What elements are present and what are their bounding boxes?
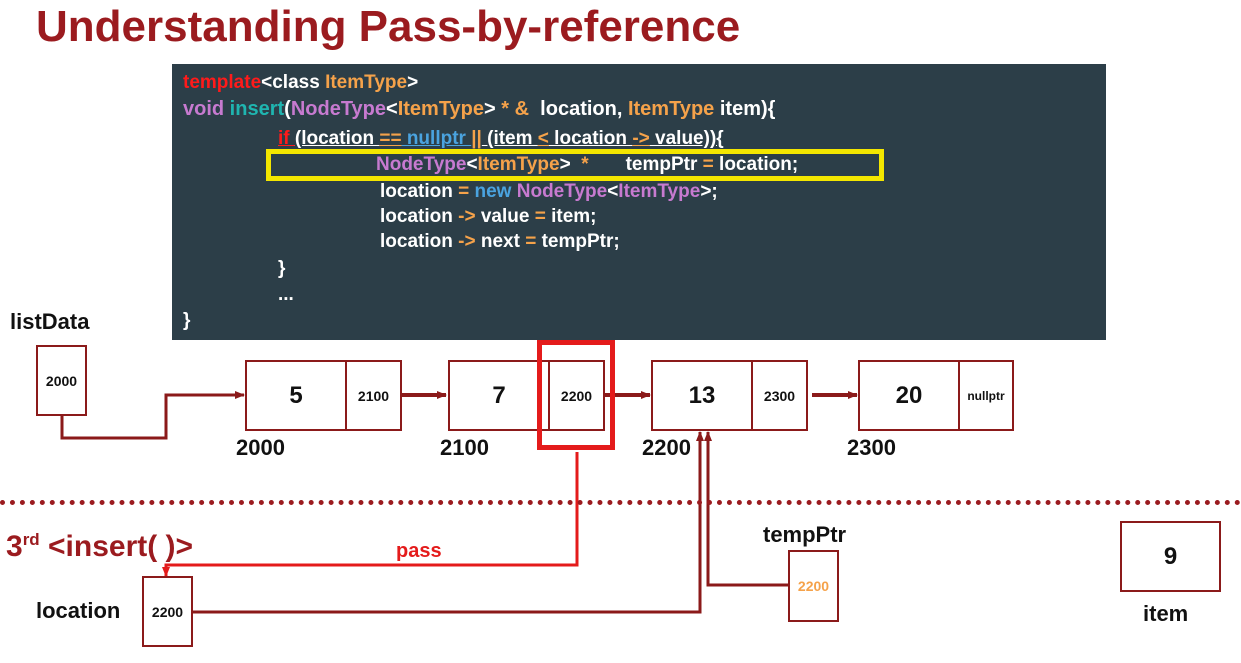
code-token: ItemType: [325, 72, 408, 93]
code-token: ItemType: [397, 98, 485, 120]
code-token: location: [380, 231, 459, 252]
node-address: 2300: [847, 435, 896, 460]
code-token: *: [570, 154, 589, 175]
code-token: >: [484, 98, 496, 120]
code-token: new: [469, 181, 517, 202]
code-token: template: [183, 72, 262, 93]
code-line-7: location -> next = tempPtr;: [380, 231, 620, 253]
node-address: 2100: [440, 435, 489, 460]
code-token: ||: [471, 128, 482, 149]
arrow-tempptr-to-node3: [704, 431, 788, 587]
highlight-box: [266, 149, 884, 181]
code-line-8: }: [278, 258, 286, 279]
code-token: tempPtr;: [536, 231, 620, 252]
code-token: ItemType: [618, 181, 701, 202]
tempptr-box: 2200: [788, 550, 839, 622]
arrow-listdata-to-node1: [60, 391, 245, 440]
code-token: ItemType: [477, 154, 560, 175]
code-token: <: [386, 98, 398, 120]
node-next-cell: 2100: [345, 360, 402, 431]
node-next-cell: nullptr: [958, 360, 1014, 431]
code-token: >: [407, 72, 419, 93]
code-token: location;: [713, 154, 799, 175]
call-text: <insert( )>: [39, 530, 194, 563]
code-token: * &: [495, 98, 535, 120]
item-label: item: [1143, 601, 1189, 626]
page-title: Understanding Pass-by-reference: [36, 2, 741, 51]
call-ordinal: 3: [6, 530, 23, 563]
code-token: value: [475, 206, 535, 227]
code-line-5: location = new NodeType<ItemType>;: [380, 181, 718, 203]
code-token: item){: [714, 98, 776, 120]
code-token: ->: [458, 231, 476, 252]
listdata-box: 2000: [36, 345, 87, 416]
code-panel: [172, 64, 1106, 340]
code-token: <class: [261, 72, 326, 93]
node-value-cell: 7: [448, 360, 550, 431]
section-divider: [0, 500, 1241, 505]
node-value-cell: 20: [858, 360, 960, 431]
code-token: location: [380, 206, 459, 227]
code-token: location: [548, 128, 633, 149]
code-token: <: [537, 128, 549, 149]
code-token: (item: [481, 128, 538, 149]
node-address: 2200: [642, 435, 691, 460]
code-token: if: [278, 128, 295, 149]
code-line-1: template<class ItemType>: [183, 72, 418, 94]
code-token: ->: [632, 128, 650, 149]
code-token: =: [525, 231, 537, 252]
code-token: ItemType: [627, 98, 715, 120]
code-token: NodeType: [516, 181, 608, 202]
arrow-location-to-node3: [192, 431, 704, 614]
pass-label: pass: [396, 540, 442, 562]
code-line-4: NodeType<ItemType> * tempPtr = location;: [376, 154, 798, 176]
code-line-3: if (location == nullptr || (item < locat…: [278, 128, 724, 150]
code-token: =: [702, 154, 714, 175]
code-token: insert: [229, 98, 285, 120]
code-token: NodeType: [290, 98, 387, 120]
item-box: 9: [1120, 521, 1221, 592]
code-token: nullptr: [401, 128, 472, 149]
code-line-10: }: [183, 310, 191, 331]
code-token: location: [380, 181, 459, 202]
code-line-6: location -> value = item;: [380, 206, 597, 228]
code-token: ->: [458, 206, 476, 227]
code-token: <: [607, 181, 619, 202]
node-next-cell: 2200: [548, 360, 605, 431]
call-label: 3rd <insert( )>: [6, 530, 193, 564]
code-line-9: ...: [278, 284, 294, 305]
code-token: NodeType: [376, 154, 467, 175]
code-token: tempPtr: [588, 154, 703, 175]
code-token: value)){: [649, 128, 724, 149]
code-token: =: [534, 206, 546, 227]
tempptr-label: tempPtr: [763, 522, 847, 547]
location-box: 2200: [142, 576, 193, 647]
listdata-label: listData: [10, 309, 90, 334]
code-token: void: [183, 98, 230, 120]
highlighted-next-pointer: [537, 340, 615, 450]
code-token: >;: [700, 181, 718, 202]
call-ordinal-suffix: rd: [22, 530, 40, 549]
code-token: ==: [379, 128, 402, 149]
location-label: location: [36, 598, 121, 623]
node-value-cell: 5: [245, 360, 347, 431]
code-token: >: [559, 154, 571, 175]
code-token: (location: [294, 128, 380, 149]
arrow-pass: [162, 452, 579, 577]
code-token: =: [458, 181, 470, 202]
node-next-cell: 2300: [751, 360, 808, 431]
code-token: (: [284, 98, 291, 120]
code-token: location,: [534, 98, 628, 120]
code-line-2: void insert(NodeType<ItemType> * & locat…: [183, 98, 775, 120]
node-address: 2000: [236, 435, 285, 460]
code-token: item;: [545, 206, 597, 227]
code-token: next: [475, 231, 526, 252]
node-value-cell: 13: [651, 360, 753, 431]
code-token: <: [466, 154, 478, 175]
